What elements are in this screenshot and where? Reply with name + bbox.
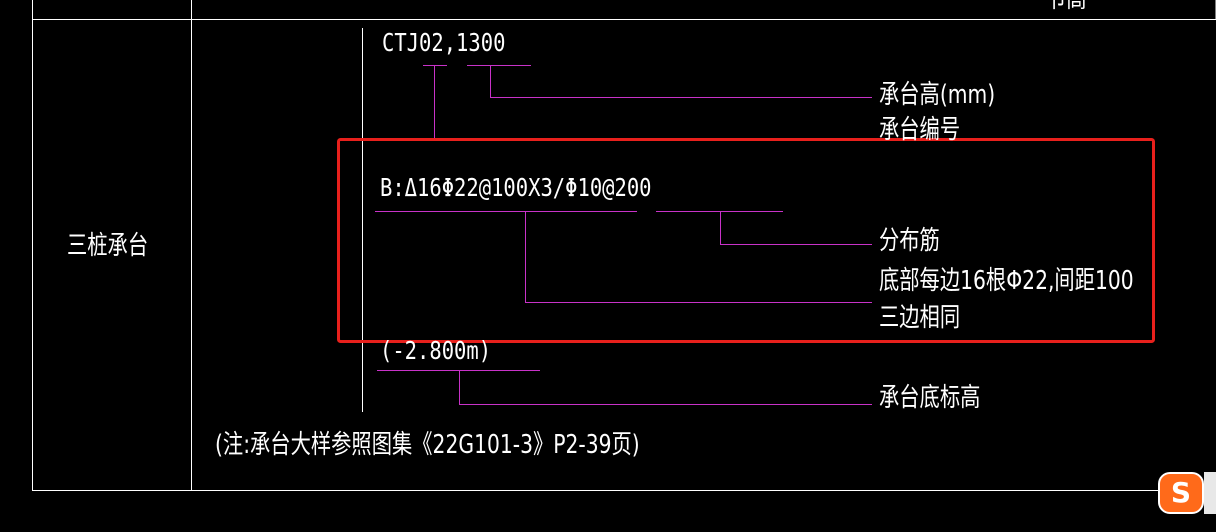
elevation-text: (-2.800m) (380, 336, 492, 365)
top-cut-text: 节高 (1046, 0, 1087, 14)
sogou-input-icon[interactable]: S (1158, 472, 1204, 514)
cap-number-label: 承台编号 (879, 115, 961, 145)
sogou-letter: S (1170, 476, 1192, 509)
table-frame (32, 0, 1216, 491)
cap-code-text: CTJ02,1300 (382, 28, 506, 57)
distribution-label: 分布筋 (879, 226, 940, 256)
cap-height-label: 承台高(mm) (879, 80, 996, 110)
bottom-elevation-label: 承台底标高 (879, 383, 981, 413)
rebar-spec-text: B:Δ16Φ22@100X3/Φ10@200 (380, 173, 652, 202)
row-label: 三桩承台 (67, 231, 149, 261)
highlight-box (337, 138, 1155, 343)
leader-lines (375, 65, 872, 405)
three-sides-label: 三边相同 (879, 303, 961, 333)
ime-toolbar-edge[interactable] (1204, 472, 1216, 514)
note-text: (注:承台大样参照图集《22G101-3》P2-39页) (215, 430, 640, 460)
bottom-each-side-label: 底部每边16根Φ22,间距100 (879, 266, 1134, 296)
